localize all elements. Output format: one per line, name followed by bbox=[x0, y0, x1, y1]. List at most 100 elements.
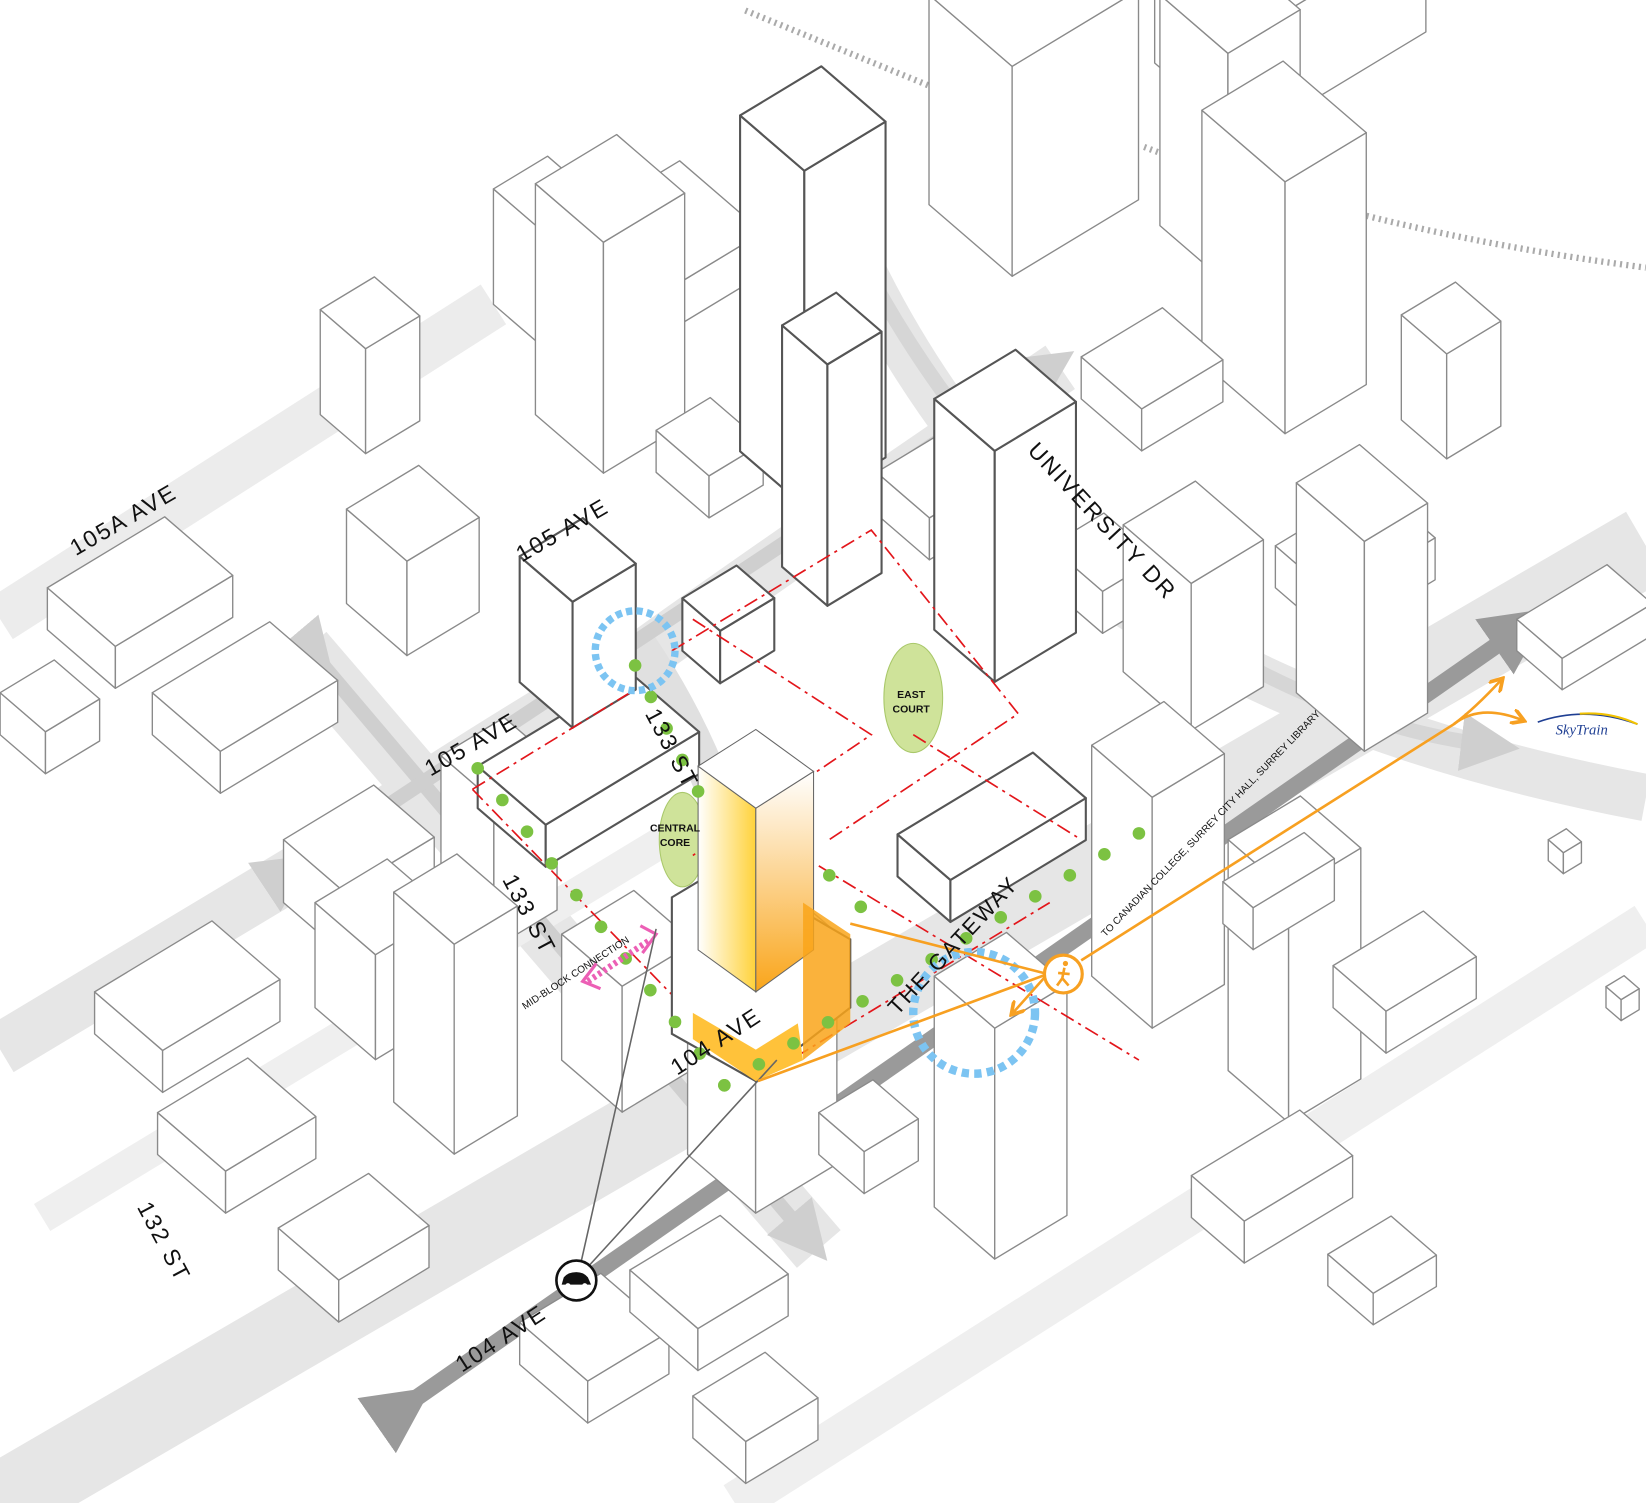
context-building bbox=[0, 659, 101, 775]
east-court-area bbox=[883, 642, 944, 754]
mid-block-arrowheads bbox=[580, 924, 659, 991]
label-central-core-2: CORE bbox=[660, 838, 690, 849]
context-building bbox=[928, 0, 1140, 277]
building-face bbox=[319, 276, 421, 350]
tree bbox=[854, 900, 868, 914]
tower-base-block bbox=[803, 902, 851, 1061]
context-building bbox=[277, 1172, 430, 1323]
site-building bbox=[681, 564, 776, 685]
building-face bbox=[1516, 563, 1646, 659]
context-building bbox=[1332, 910, 1477, 1054]
context-building bbox=[1295, 443, 1429, 752]
tree bbox=[644, 690, 658, 704]
site-building bbox=[476, 672, 701, 868]
building-face bbox=[345, 464, 480, 562]
pedestrian-route-skytrain bbox=[1452, 713, 1522, 726]
context-building bbox=[1400, 281, 1502, 460]
building-face bbox=[1284, 131, 1367, 435]
site-building bbox=[781, 291, 883, 607]
building-face bbox=[534, 133, 686, 243]
building-face bbox=[0, 659, 101, 733]
building-face bbox=[818, 1079, 919, 1153]
building-face bbox=[1122, 480, 1265, 585]
context-building bbox=[93, 920, 281, 1094]
building-face bbox=[629, 1214, 789, 1330]
proposed-tower bbox=[670, 728, 852, 1083]
tree bbox=[823, 869, 836, 882]
building-face bbox=[1151, 752, 1226, 1029]
context-building bbox=[1190, 1109, 1354, 1264]
building-face bbox=[1201, 60, 1367, 183]
building-face bbox=[826, 330, 883, 607]
tree bbox=[520, 825, 534, 838]
tree bbox=[959, 932, 973, 945]
building-face bbox=[282, 784, 435, 893]
building-face bbox=[896, 751, 1087, 882]
tree bbox=[693, 1047, 706, 1060]
context-building bbox=[1201, 60, 1367, 435]
context-building bbox=[151, 621, 339, 794]
label-east-court-2: COURT bbox=[893, 705, 931, 716]
mid-block-connection-arrow bbox=[586, 936, 653, 984]
context-building bbox=[319, 276, 421, 455]
tree bbox=[752, 1057, 766, 1071]
context-building bbox=[1091, 700, 1226, 1029]
building-face bbox=[692, 1351, 819, 1443]
tree bbox=[1132, 827, 1146, 840]
tree bbox=[545, 857, 558, 870]
context-building bbox=[1547, 828, 1583, 875]
context-building bbox=[818, 1079, 919, 1195]
context-building bbox=[1080, 307, 1224, 452]
context-building bbox=[1605, 975, 1640, 1022]
context-building bbox=[1122, 480, 1265, 731]
context-building bbox=[534, 133, 686, 474]
building-face bbox=[93, 920, 281, 1052]
building-face bbox=[933, 348, 1077, 452]
building-face bbox=[1327, 1215, 1438, 1294]
car-access-lines bbox=[576, 928, 778, 1279]
building-face bbox=[151, 621, 339, 752]
car-icon bbox=[555, 1259, 598, 1302]
open-spaces bbox=[658, 642, 944, 888]
tree bbox=[668, 1015, 682, 1029]
building-face bbox=[739, 65, 887, 172]
building-face bbox=[1363, 502, 1429, 752]
tree bbox=[890, 974, 904, 987]
context-building bbox=[345, 464, 480, 657]
tree bbox=[660, 722, 673, 735]
street-trees bbox=[471, 659, 1146, 1092]
building-face bbox=[453, 905, 519, 1155]
pedestrian-icon bbox=[1042, 953, 1084, 995]
building-face bbox=[277, 1172, 430, 1281]
building-face bbox=[781, 291, 883, 366]
tree bbox=[994, 911, 1008, 924]
context-building bbox=[655, 396, 764, 519]
skytrain-logo-text: SkyTrain bbox=[1556, 723, 1608, 739]
building-face bbox=[1011, 0, 1140, 277]
tree bbox=[570, 888, 583, 902]
building-face bbox=[781, 324, 829, 607]
context-building bbox=[156, 1057, 317, 1214]
tree bbox=[1028, 890, 1042, 903]
label-central-core-1: CENTRAL bbox=[650, 823, 701, 834]
building-face bbox=[1400, 281, 1502, 355]
building-face bbox=[156, 1057, 317, 1172]
building-face bbox=[518, 517, 637, 603]
skytrain-logo: SkyTrain bbox=[1537, 712, 1638, 739]
focus-ring-105-133 bbox=[591, 607, 679, 695]
tree bbox=[856, 995, 869, 1008]
building-face bbox=[1295, 443, 1429, 543]
site-building bbox=[518, 517, 637, 729]
site-buildings bbox=[476, 65, 1087, 924]
focus-rings bbox=[591, 607, 1040, 1078]
building-face bbox=[1091, 700, 1226, 798]
context-building bbox=[1222, 831, 1336, 951]
building-face bbox=[1547, 828, 1583, 854]
building-face bbox=[1222, 831, 1336, 909]
tree bbox=[471, 761, 484, 775]
building-face bbox=[1190, 1109, 1354, 1222]
tree bbox=[787, 1036, 800, 1050]
